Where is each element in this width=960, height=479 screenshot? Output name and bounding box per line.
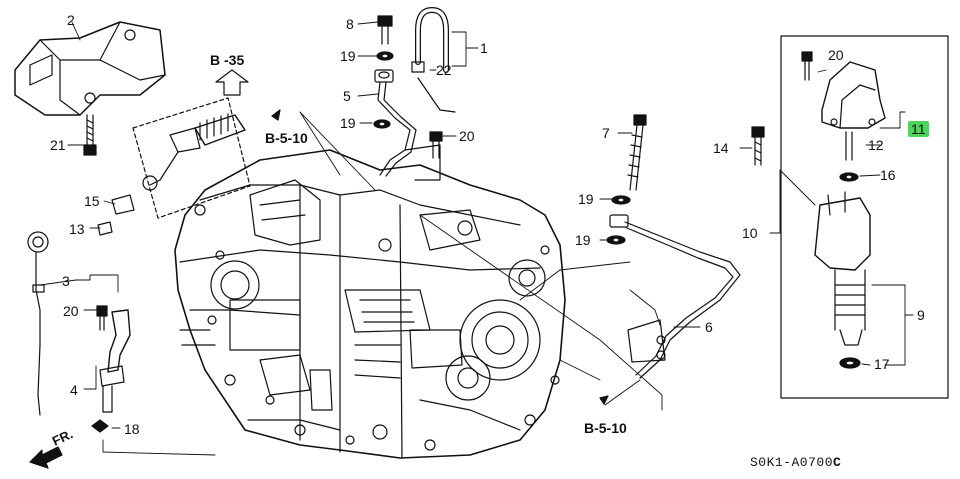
callout-20-left[interactable]: 20 (63, 303, 79, 319)
dipstick-tube-drawing (91, 305, 131, 433)
callout-19-right-a[interactable]: 19 (578, 191, 594, 207)
callout-20-center[interactable]: 20 (459, 128, 475, 144)
callout-5[interactable]: 5 (343, 88, 351, 104)
callout-11[interactable]: 11 (908, 121, 929, 137)
transmission-case-drawing (174, 149, 566, 459)
shift-linkage-drawing (97, 97, 251, 236)
front-direction-arrow (29, 446, 63, 469)
callout-2[interactable]: 2 (67, 12, 75, 28)
callout-9[interactable]: 9 (917, 307, 925, 323)
callout-4[interactable]: 4 (70, 382, 78, 398)
callout-20-right[interactable]: 20 (828, 47, 844, 63)
return-pipe-drawing (606, 114, 741, 379)
callout-19-top[interactable]: 19 (340, 48, 356, 64)
callout-16[interactable]: 16 (880, 167, 896, 183)
callout-22[interactable]: 22 (436, 62, 452, 78)
ref-b510-bottom[interactable]: B-5-10 (584, 420, 627, 436)
mount-bracket-drawing (14, 21, 166, 116)
bolt-21-drawing (83, 114, 97, 156)
callout-18[interactable]: 18 (124, 421, 140, 437)
dipstick-drawing (27, 231, 49, 416)
callout-21[interactable]: 21 (50, 137, 66, 153)
callout-13[interactable]: 13 (69, 221, 85, 237)
callout-17[interactable]: 17 (874, 356, 890, 372)
leader-lines (39, 21, 914, 456)
highlighted-part-11[interactable]: 11 (908, 121, 929, 137)
hose-drawing (411, 7, 456, 113)
sensor-assembly-box (780, 35, 949, 399)
callout-10[interactable]: 10 (742, 225, 758, 241)
callout-15[interactable]: 15 (84, 193, 100, 209)
callout-19-mid[interactable]: 19 (340, 115, 356, 131)
b35-arrow (215, 69, 249, 96)
b510-arrow-bottom (599, 395, 609, 405)
callout-12[interactable]: 12 (868, 137, 884, 153)
cooler-pipe-drawing (373, 15, 441, 181)
bolt-20-center-drawing (429, 131, 443, 159)
b510-arrow-top (271, 109, 281, 121)
diagram-code-main: S0K1-A0700 (750, 455, 834, 470)
callout-6[interactable]: 6 (705, 319, 713, 335)
ref-b35[interactable]: B -35 (210, 52, 245, 68)
callout-19-right-b[interactable]: 19 (575, 232, 591, 248)
callout-8[interactable]: 8 (346, 16, 354, 32)
callout-14[interactable]: 14 (713, 140, 729, 156)
callout-7[interactable]: 7 (602, 125, 610, 141)
callout-1[interactable]: 1 (480, 40, 488, 56)
diagram-code-suffix: C (833, 455, 842, 470)
diagram-code: S0K1-A0700C (750, 455, 841, 470)
callout-3[interactable]: 3 (62, 273, 70, 289)
ref-b510-top[interactable]: B-5-10 (265, 130, 308, 146)
sensor-assembly-drawing (751, 51, 886, 369)
